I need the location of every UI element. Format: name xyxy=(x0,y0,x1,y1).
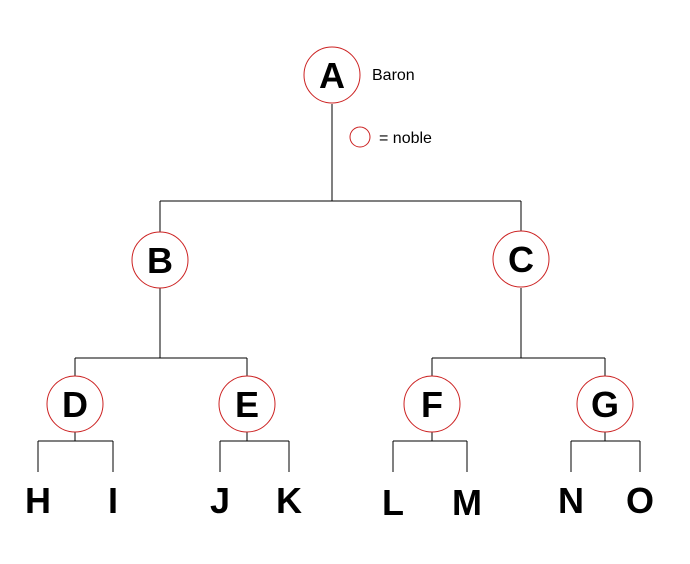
node-label-l: L xyxy=(382,482,404,523)
node-labels: A B C D E F G H I J K L M N O xyxy=(25,55,654,523)
legend: = noble xyxy=(349,126,432,148)
noble-circle-d xyxy=(46,375,104,433)
node-label-f: F xyxy=(421,384,443,425)
tree-edges xyxy=(37,104,641,472)
baron-annotation: Baron xyxy=(372,67,415,84)
node-label-o: O xyxy=(626,480,654,521)
node-label-d: D xyxy=(62,384,88,425)
noble-circle-f xyxy=(403,375,461,433)
legend-noble-circle-icon xyxy=(349,126,371,148)
node-label-e: E xyxy=(235,384,259,425)
node-label-a: A xyxy=(319,55,345,96)
node-label-b: B xyxy=(147,240,173,281)
node-label-i: I xyxy=(108,480,118,521)
legend-noble-label: = noble xyxy=(379,130,432,147)
noble-circle-g xyxy=(576,375,634,433)
noble-circle-e xyxy=(218,375,276,433)
node-label-g: G xyxy=(591,384,619,425)
node-label-j: J xyxy=(210,480,230,521)
node-label-m: M xyxy=(452,482,482,523)
node-label-h: H xyxy=(25,480,51,521)
noble-circle-b xyxy=(131,231,189,289)
node-label-c: C xyxy=(508,239,534,280)
noble-circles xyxy=(46,46,634,433)
node-label-n: N xyxy=(558,480,584,521)
noble-circle-a xyxy=(303,46,361,104)
node-label-k: K xyxy=(276,480,302,521)
noble-circle-c xyxy=(492,230,550,288)
